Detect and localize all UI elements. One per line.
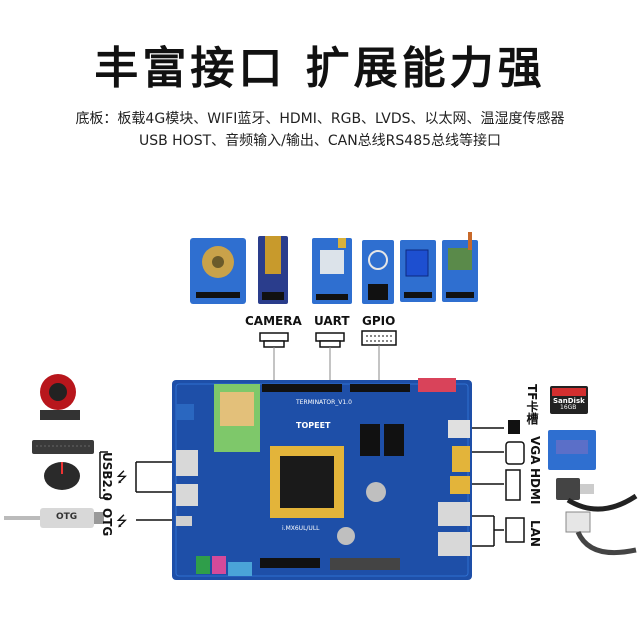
sd-card-size: 16GB: [560, 404, 577, 411]
gpio-connector-icon: [361, 330, 397, 346]
mouse-image: [44, 462, 80, 490]
bluetooth-module: [442, 232, 478, 302]
sd-card-image: [550, 386, 588, 414]
lan-label: LAN: [528, 520, 542, 547]
uart-connector-icon: [315, 332, 345, 348]
camera-connector-icon: [259, 332, 289, 348]
gpio-label: GPIO: [362, 314, 396, 328]
camera-module-round: [190, 238, 246, 304]
rfid-module: [362, 240, 394, 304]
uart-label: UART: [314, 314, 350, 328]
camera-module-flex: [258, 236, 288, 304]
feature-list-line-2: USB HOST、音频输入/输出、CAN总线RS485总线等接口: [138, 133, 502, 149]
otg-label: OTG: [100, 508, 114, 537]
hdmi-port-icon: [505, 469, 521, 501]
otg-cable-image: [4, 508, 104, 528]
hdmi-cable-image: [556, 478, 638, 512]
wifi-module: [312, 238, 352, 304]
relay-module: [400, 240, 436, 302]
board-brand-label: TOPEET: [296, 421, 331, 430]
sd-card-brand: SanDisk: [553, 397, 585, 405]
hdmi-label: HDMI: [528, 468, 542, 505]
usb20-label: USB2.0: [100, 452, 114, 501]
lan-port-icon: [505, 517, 525, 543]
tf-card-icon: [508, 420, 520, 434]
camera-label: CAMERA: [245, 314, 302, 328]
webcam-image: [40, 374, 80, 420]
vga-module-image: [548, 430, 596, 470]
svg-text:⭍: ⭍: [116, 514, 128, 530]
vga-label: VGA: [528, 436, 542, 465]
otg-cable-label: OTG: [56, 512, 78, 522]
feature-list-line-1: 底板：板载4G模块、WIFI蓝牙、HDMI、RGB、LVDS、以太网、温湿度传感…: [75, 111, 565, 127]
svg-text:⭍: ⭍: [116, 470, 128, 486]
ethernet-cable-image: [565, 511, 637, 556]
usb-otg-symbol-icon: ⭍: [116, 514, 128, 530]
board-chip-label: i.MX6UL/ULL: [282, 525, 320, 532]
vga-port-icon: [505, 441, 525, 465]
usb-symbol-icon: ⭍: [116, 470, 128, 486]
tf-card-label: TF卡槽: [525, 384, 539, 425]
board-silk-label: TERMINATOR_V1.0: [295, 399, 352, 406]
keyboard-image: [32, 440, 94, 454]
page-title: 丰富接口 扩展能力强: [94, 43, 546, 94]
development-board: [172, 378, 472, 580]
